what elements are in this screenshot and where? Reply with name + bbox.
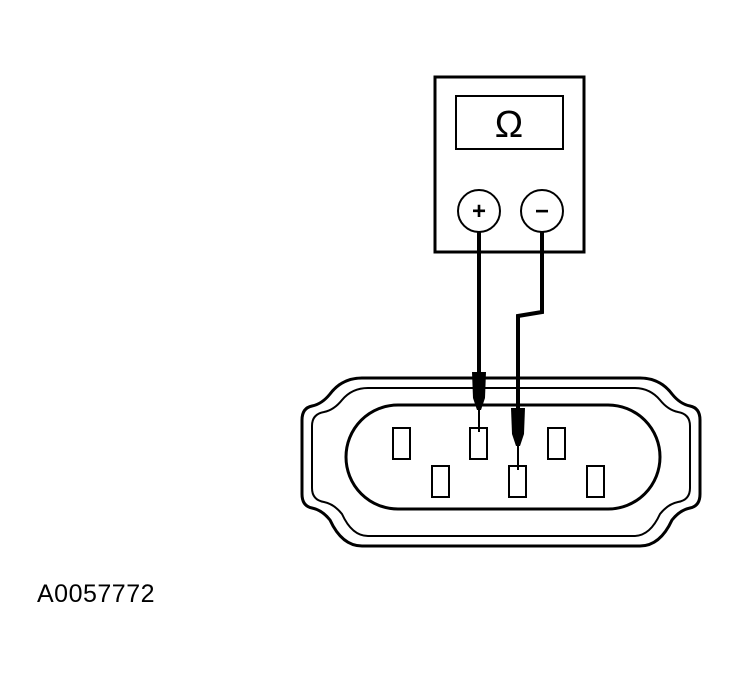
positive-terminal-label: +	[472, 198, 486, 225]
connector-pin-2	[431, 465, 450, 498]
positive-test-lead	[472, 232, 486, 432]
ohmmeter: Ω + −	[433, 75, 586, 254]
connector	[300, 376, 702, 548]
ohm-symbol: Ω	[495, 104, 523, 146]
connector-pin-face	[344, 403, 662, 511]
connector-pin-3	[469, 427, 488, 460]
figure-reference-code: A0057772	[37, 580, 156, 608]
negative-lead-wire	[516, 232, 544, 408]
connector-pin-1	[392, 427, 411, 460]
negative-terminal-label: −	[535, 198, 549, 225]
ohmmeter-display	[455, 95, 564, 150]
connector-pin-4	[508, 465, 527, 498]
connector-pin-5	[547, 427, 566, 460]
negative-probe-body	[511, 408, 525, 446]
connector-pin-6	[586, 465, 605, 498]
positive-probe-body	[472, 372, 486, 410]
negative-test-lead	[511, 232, 544, 470]
